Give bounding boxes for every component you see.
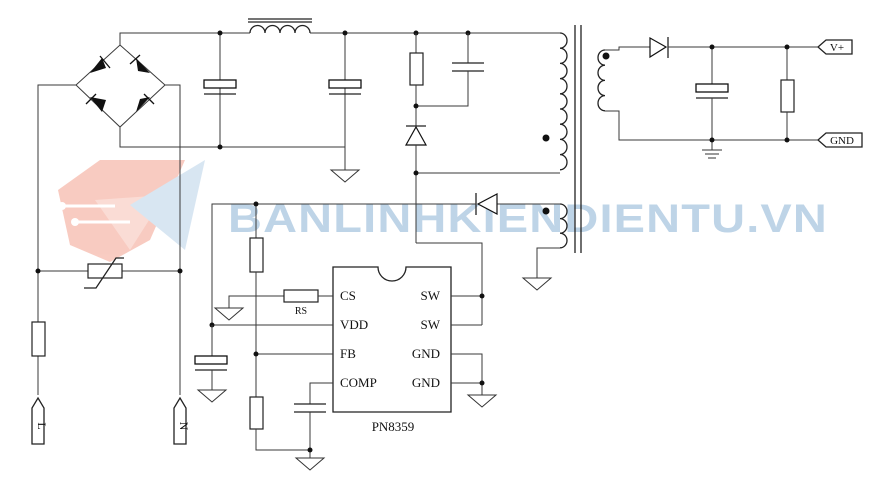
bridge-diode-4 (136, 93, 155, 112)
vdd-capacitor (194, 355, 228, 371)
rcd-snubber (404, 33, 560, 243)
feedback-resistor-upper (249, 237, 264, 273)
input-fuse-resistor (31, 321, 46, 357)
current-sense: RS (213, 289, 333, 321)
output-capacitor (695, 83, 729, 99)
controller-ic: CS VDD FB COMP SW SW GND GND PN8359 (332, 266, 452, 434)
comp-network (294, 382, 333, 471)
sense-resistor (283, 289, 319, 303)
bridge-rectifier (75, 44, 166, 128)
primary-winding (559, 32, 568, 171)
ground-symbol-cs (213, 307, 245, 321)
ground-symbol-comp (294, 457, 326, 471)
ic-pin-comp-label: COMP (340, 375, 377, 390)
snubber-resistor (409, 52, 424, 86)
ic-pin-gnd2-label: GND (412, 375, 440, 390)
snubber-diode (404, 125, 428, 146)
ic-part-number: PN8359 (372, 419, 415, 434)
secondary-winding (597, 49, 606, 112)
feedback-divider (249, 201, 333, 451)
ic-pin-sw2-label: SW (421, 317, 441, 332)
output-diode (649, 36, 669, 59)
sense-resistor-label: RS (295, 306, 307, 317)
bridge-diode-2 (129, 54, 150, 73)
bulk-capacitor-1 (203, 79, 237, 95)
output-bleeder-resistor (780, 79, 795, 113)
varistor (84, 257, 124, 289)
bridge-diode-1 (90, 55, 111, 73)
ic-pin-cs-label: CS (340, 288, 356, 303)
terminal-neutral-label: N (177, 422, 191, 431)
ground-symbol-auxiliary (521, 277, 553, 291)
terminal-line: L (31, 396, 49, 445)
ic-pin-vdd-label: VDD (340, 317, 368, 332)
output-terminal-gnd-label: GND (830, 135, 854, 147)
ground-symbol-vdd (196, 389, 228, 403)
filter-inductor (248, 18, 312, 34)
output-terminal-vplus: V+ (817, 39, 853, 55)
feedback-resistor-lower (249, 396, 264, 430)
dc-bus (119, 30, 560, 170)
output-terminal-gnd: GND (817, 132, 863, 148)
ac-input-wiring (35, 84, 183, 395)
output-terminal-vplus-label: V+ (830, 42, 844, 54)
terminal-neutral: N (173, 396, 191, 445)
watermark: BANLINHKIENDIENTU.VN (58, 160, 827, 262)
flyback-transformer (542, 25, 610, 253)
secondary-output: V+ GND (605, 36, 863, 159)
ic-right-wiring (451, 293, 498, 408)
ground-symbol-primary (329, 169, 361, 183)
terminal-line-label: L (35, 422, 49, 429)
ground-symbol-ic (466, 394, 498, 408)
auxiliary-winding (559, 203, 568, 249)
ic-pin-fb-label: FB (340, 346, 356, 361)
ic-pin-sw1-label: SW (421, 288, 441, 303)
ground-symbol-secondary (702, 149, 722, 159)
vdd-network (194, 322, 333, 403)
bridge-diode-3 (85, 93, 106, 112)
watermark-logo (58, 160, 205, 262)
ic-pin-gnd1-label: GND (412, 346, 440, 361)
bulk-capacitor-2 (328, 79, 362, 95)
